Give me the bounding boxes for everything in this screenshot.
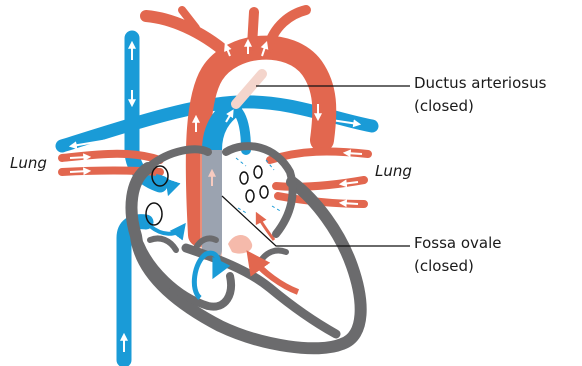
lung-left-label: Lung [10,153,47,173]
ductus-arteriosus-label: Ductus arteriosus [414,73,546,93]
fossa-ovale [228,235,252,254]
lung-right-label: Lung [375,161,412,181]
ductus-arteriosus-status: (closed) [414,96,474,116]
fossa-ovale-status: (closed) [414,256,474,276]
fossa-ovale-label: Fossa ovale [414,233,502,253]
